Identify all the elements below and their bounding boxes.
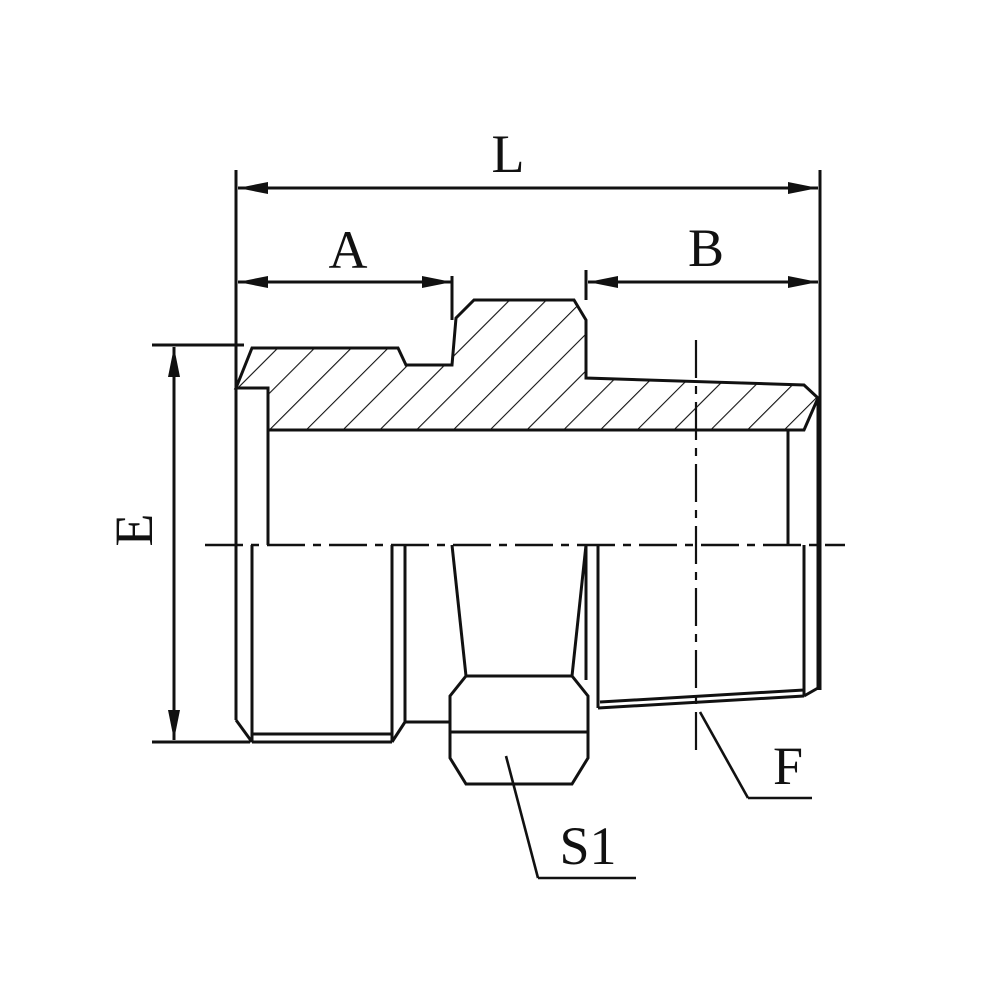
left-chamfer-line	[234, 719, 254, 743]
dimension-e	[152, 343, 250, 744]
arrowhead-icon	[788, 182, 818, 194]
leader-f-diagonal	[698, 711, 750, 799]
leader-s1	[504, 755, 636, 880]
thread-step-line	[390, 721, 407, 743]
hex-nut	[448, 544, 590, 786]
dimension-b	[584, 270, 818, 300]
arrowhead-icon	[422, 276, 452, 288]
fitting-outline	[234, 388, 820, 744]
arrowhead-icon	[788, 276, 818, 288]
label-b: B	[688, 218, 724, 278]
label-s1: S1	[559, 816, 616, 876]
right-chamfer-line	[803, 686, 819, 698]
hex-nut-outline	[448, 674, 590, 786]
taper-inner-line	[599, 688, 805, 704]
leader-f	[698, 711, 812, 800]
label-f: F	[773, 736, 803, 796]
hex-nut-arc-left	[450, 544, 468, 677]
taper-bottom-line	[597, 694, 805, 710]
arrowhead-icon	[238, 276, 268, 288]
dimension-l	[234, 170, 822, 690]
arrowhead-icon	[168, 347, 180, 377]
arrowhead-icon	[588, 276, 618, 288]
leader-s1-diagonal	[504, 755, 540, 879]
label-e: E	[104, 514, 164, 547]
label-l: L	[492, 124, 525, 184]
dimension-a	[238, 276, 454, 320]
label-a: A	[329, 220, 368, 280]
hex-nut-arc-right	[570, 544, 588, 677]
arrowhead-icon	[168, 710, 180, 740]
arrowhead-icon	[238, 182, 268, 194]
hatched-section	[233, 298, 820, 432]
